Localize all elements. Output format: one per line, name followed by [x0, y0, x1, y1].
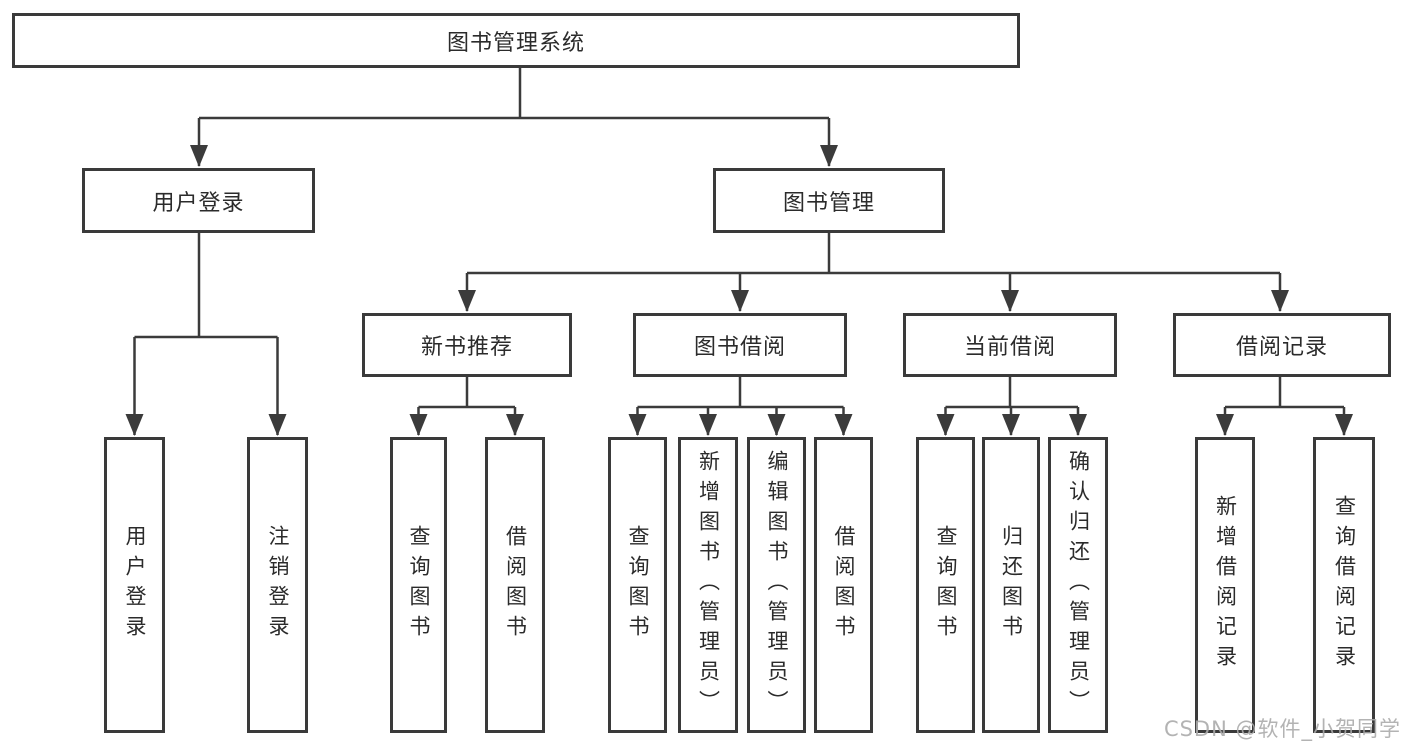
leaf-edit-books-admin: 编辑图书（管理员） [747, 437, 806, 733]
node-borrow-records: 借阅记录 [1173, 313, 1391, 377]
node-label: 用户登录 [123, 525, 147, 645]
leaf-logout: 注销登录 [247, 437, 308, 733]
node-label: 注销登录 [266, 525, 290, 645]
node-label: 借阅图书 [832, 525, 856, 645]
node-label: 查询借阅记录 [1332, 495, 1357, 675]
node-label: 新增借阅记录 [1213, 495, 1238, 675]
leaf-query-borrow-record: 查询借阅记录 [1313, 437, 1375, 733]
leaf-current-query-books: 查询图书 [916, 437, 975, 733]
leaf-confirm-return-admin: 确认归还（管理员） [1048, 437, 1108, 733]
node-label: 新书推荐 [420, 335, 513, 360]
csdn-watermark: CSDN @软件_小贺同学 [1163, 717, 1401, 741]
node-label: 新增图书（管理员） [696, 450, 721, 720]
leaf-borrow-query-books: 查询图书 [608, 437, 667, 733]
node-label: 编辑图书（管理员） [765, 450, 789, 720]
node-label: 查询图书 [934, 525, 958, 645]
leaf-add-borrow-record: 新增借阅记录 [1195, 437, 1255, 733]
node-label: 图书管理系统 [446, 30, 585, 56]
leaf-user-login: 用户登录 [104, 437, 165, 733]
node-new-book-recommend: 新书推荐 [362, 313, 572, 377]
node-user-login: 用户登录 [82, 168, 315, 233]
leaf-recommend-borrow-books: 借阅图书 [485, 437, 545, 733]
node-label: 查询图书 [626, 525, 650, 645]
node-label: 当前借阅 [963, 335, 1056, 360]
node-label: 确认归还（管理员） [1066, 450, 1091, 720]
node-label: 借阅记录 [1235, 335, 1328, 360]
node-book-management: 图书管理 [713, 168, 945, 233]
node-label: 图书管理 [782, 190, 875, 216]
leaf-borrow-books: 借阅图书 [814, 437, 873, 733]
node-label: 用户登录 [152, 190, 245, 216]
node-book-borrow: 图书借阅 [633, 313, 847, 377]
node-label: 图书借阅 [693, 335, 786, 360]
leaf-add-books-admin: 新增图书（管理员） [678, 437, 738, 733]
node-label: 借阅图书 [503, 525, 528, 645]
leaf-recommend-query-books: 查询图书 [390, 437, 447, 733]
node-root: 图书管理系统 [12, 13, 1020, 68]
leaf-return-books: 归还图书 [982, 437, 1040, 733]
node-label: 查询图书 [407, 525, 431, 645]
node-current-borrow: 当前借阅 [903, 313, 1117, 377]
node-label: 归还图书 [999, 525, 1024, 645]
